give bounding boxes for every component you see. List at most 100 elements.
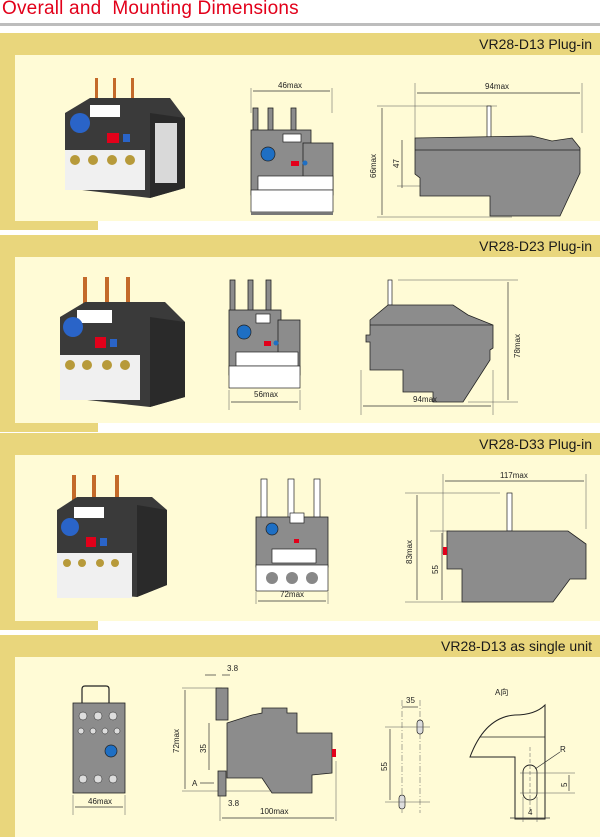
main-terminal-strip [228,365,301,389]
terminal-pin [486,105,492,139]
top-offset-dimension: 3.8 [227,664,239,673]
din-clip-top [215,687,229,721]
current-dial-icon [260,146,276,162]
section-side-band [0,635,15,837]
relay-nameplate [255,313,271,324]
section-foot-band [0,621,98,630]
side-view-drawing: 117max 83max 55 [405,471,587,603]
section-label: VR28-D23 Plug-in [479,238,592,254]
test-button-icon [273,340,279,346]
section-foot-band [0,221,98,230]
front-view-drawing: 72max [255,478,329,604]
terminal-screw-icon [82,360,92,370]
width-dimension: 72max [280,590,304,599]
length-dimension: 100max [260,807,288,816]
reset-button-icon [107,133,119,143]
current-dial-icon [63,317,83,337]
current-dial-icon [236,324,252,340]
reset-button-icon [332,749,336,757]
height-dimension: 83max [405,540,414,564]
page-title: Overall and Mounting Dimensions [2,0,299,19]
side-view-drawing: 3.8 72max 35 A 3.8 100max [172,664,337,821]
section-vr28-d23-plugin: VR28-D23 Plug-in 56max [0,235,600,432]
section-vr28-d13-plugin: VR28-D13 Plug-in 46max [0,33,600,230]
mounting-slot [522,764,538,801]
mounting-hole-drawing: 35 55 [380,696,430,813]
relay-housing [226,707,333,794]
relay-nameplate [289,512,305,524]
aux-terminal-strip [257,175,334,191]
section-label: VR28-D13 as single unit [441,638,592,654]
relay-side [137,505,167,597]
radius-leader [534,751,561,770]
terminal-pin [313,478,321,522]
slot-width-dimension: 4 [528,808,533,817]
terminal-screw-icon [78,559,86,567]
relay-housing [365,304,494,403]
width-dimension: 46max [278,81,302,90]
reset-button-icon [291,161,299,166]
terminal-pin [229,279,236,313]
carry-handle [81,685,110,705]
width-dimension: 56max [254,390,278,399]
product-photo [60,277,185,407]
section-side-band [0,433,15,621]
terminal-screws [77,711,121,784]
detail-view-drawing: A向 R 5 4 [469,687,575,822]
reset-button-icon [264,341,271,346]
front-view-drawing: 46max [72,685,126,815]
relay-housing [446,530,587,603]
terminal-pin [387,279,393,306]
terminal-pin [83,277,87,307]
relay-side [150,317,185,407]
terminal-pin [260,478,268,522]
terminal-screw-icon [120,360,130,370]
front-view-drawing: 46max [250,81,334,215]
current-dial-icon [70,113,90,133]
test-button-icon [100,538,107,546]
terminal-pin [131,78,134,103]
inner-height-dimension: 47 [392,159,401,168]
relay-housing [414,135,581,217]
terminal-screw-icon [65,360,75,370]
section-label: VR28-D33 Plug-in [479,436,592,452]
detail-view-title: A向 [495,687,508,697]
section-vr28-d33-plugin: VR28-D33 Plug-in 72max [0,433,600,630]
length-dimension: 94max [413,395,437,404]
terminal-screw-icon [107,155,117,165]
section-vr28-d13-single-unit: VR28-D13 as single unit 46max 3.8 72 [0,635,600,837]
reset-button-icon [86,537,96,547]
relay-nameplate [282,133,302,143]
title-divider [0,23,600,26]
test-button-icon [110,339,117,347]
length-dimension: 94max [485,82,509,91]
side-view-drawing: 94max 66max 47 [369,82,583,218]
test-button-icon [302,160,308,166]
slot-length-dimension: 5 [560,782,569,787]
length-dimension: 117max [500,471,528,480]
terminal-screw-icon [306,572,318,584]
section-foot-band [0,423,98,432]
inner-height-dimension: 55 [431,565,440,574]
reset-button-icon [443,547,447,555]
terminal-pin [95,78,98,103]
view-arrow-label: A [192,779,198,788]
section-label: VR28-D13 Plug-in [479,36,592,52]
height-dimension: 66max [369,154,378,178]
terminal-screw-icon [266,572,278,584]
terminal-screw-icon [125,155,135,165]
rail-dimension: 35 [199,744,208,753]
height-dimension: 72max [172,729,181,753]
height-dimension: 78max [513,334,522,358]
relay-nameplate [90,105,120,117]
terminal-screw-icon [111,559,119,567]
aux-terminal-strip [235,351,299,367]
terminal-screw-icon [102,360,112,370]
terminal-pin [265,279,272,313]
reset-button-icon [294,539,299,543]
terminal-pin [115,475,119,503]
product-photo [57,475,167,598]
hole-spacing-horizontal: 35 [406,696,415,705]
product-photo [65,78,185,198]
section-side-band [0,235,15,423]
